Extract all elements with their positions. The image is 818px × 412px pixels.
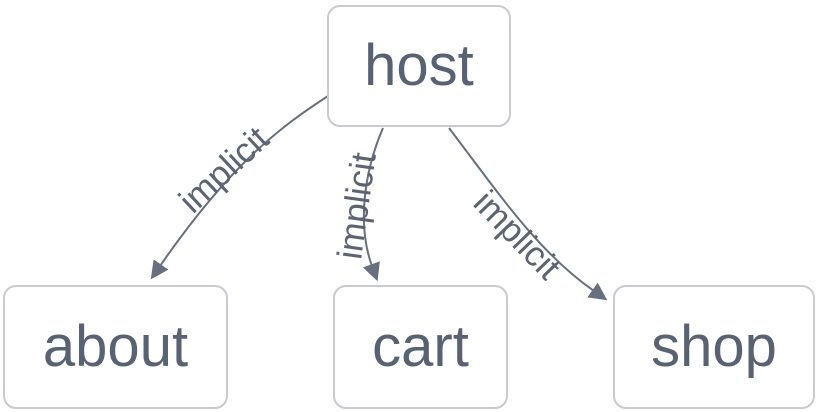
node-host: host [327,5,511,127]
node-host-label: host [364,33,474,98]
node-about-label: about [42,314,189,379]
edge-host-about [150,95,329,280]
node-shop-label: shop [651,314,777,379]
node-shop: shop [613,285,815,409]
node-cart: cart [333,285,508,409]
node-cart-label: cart [372,314,469,379]
node-about: about [3,285,228,409]
edge-host-cart [362,127,384,282]
edge-host-shop [448,127,608,301]
